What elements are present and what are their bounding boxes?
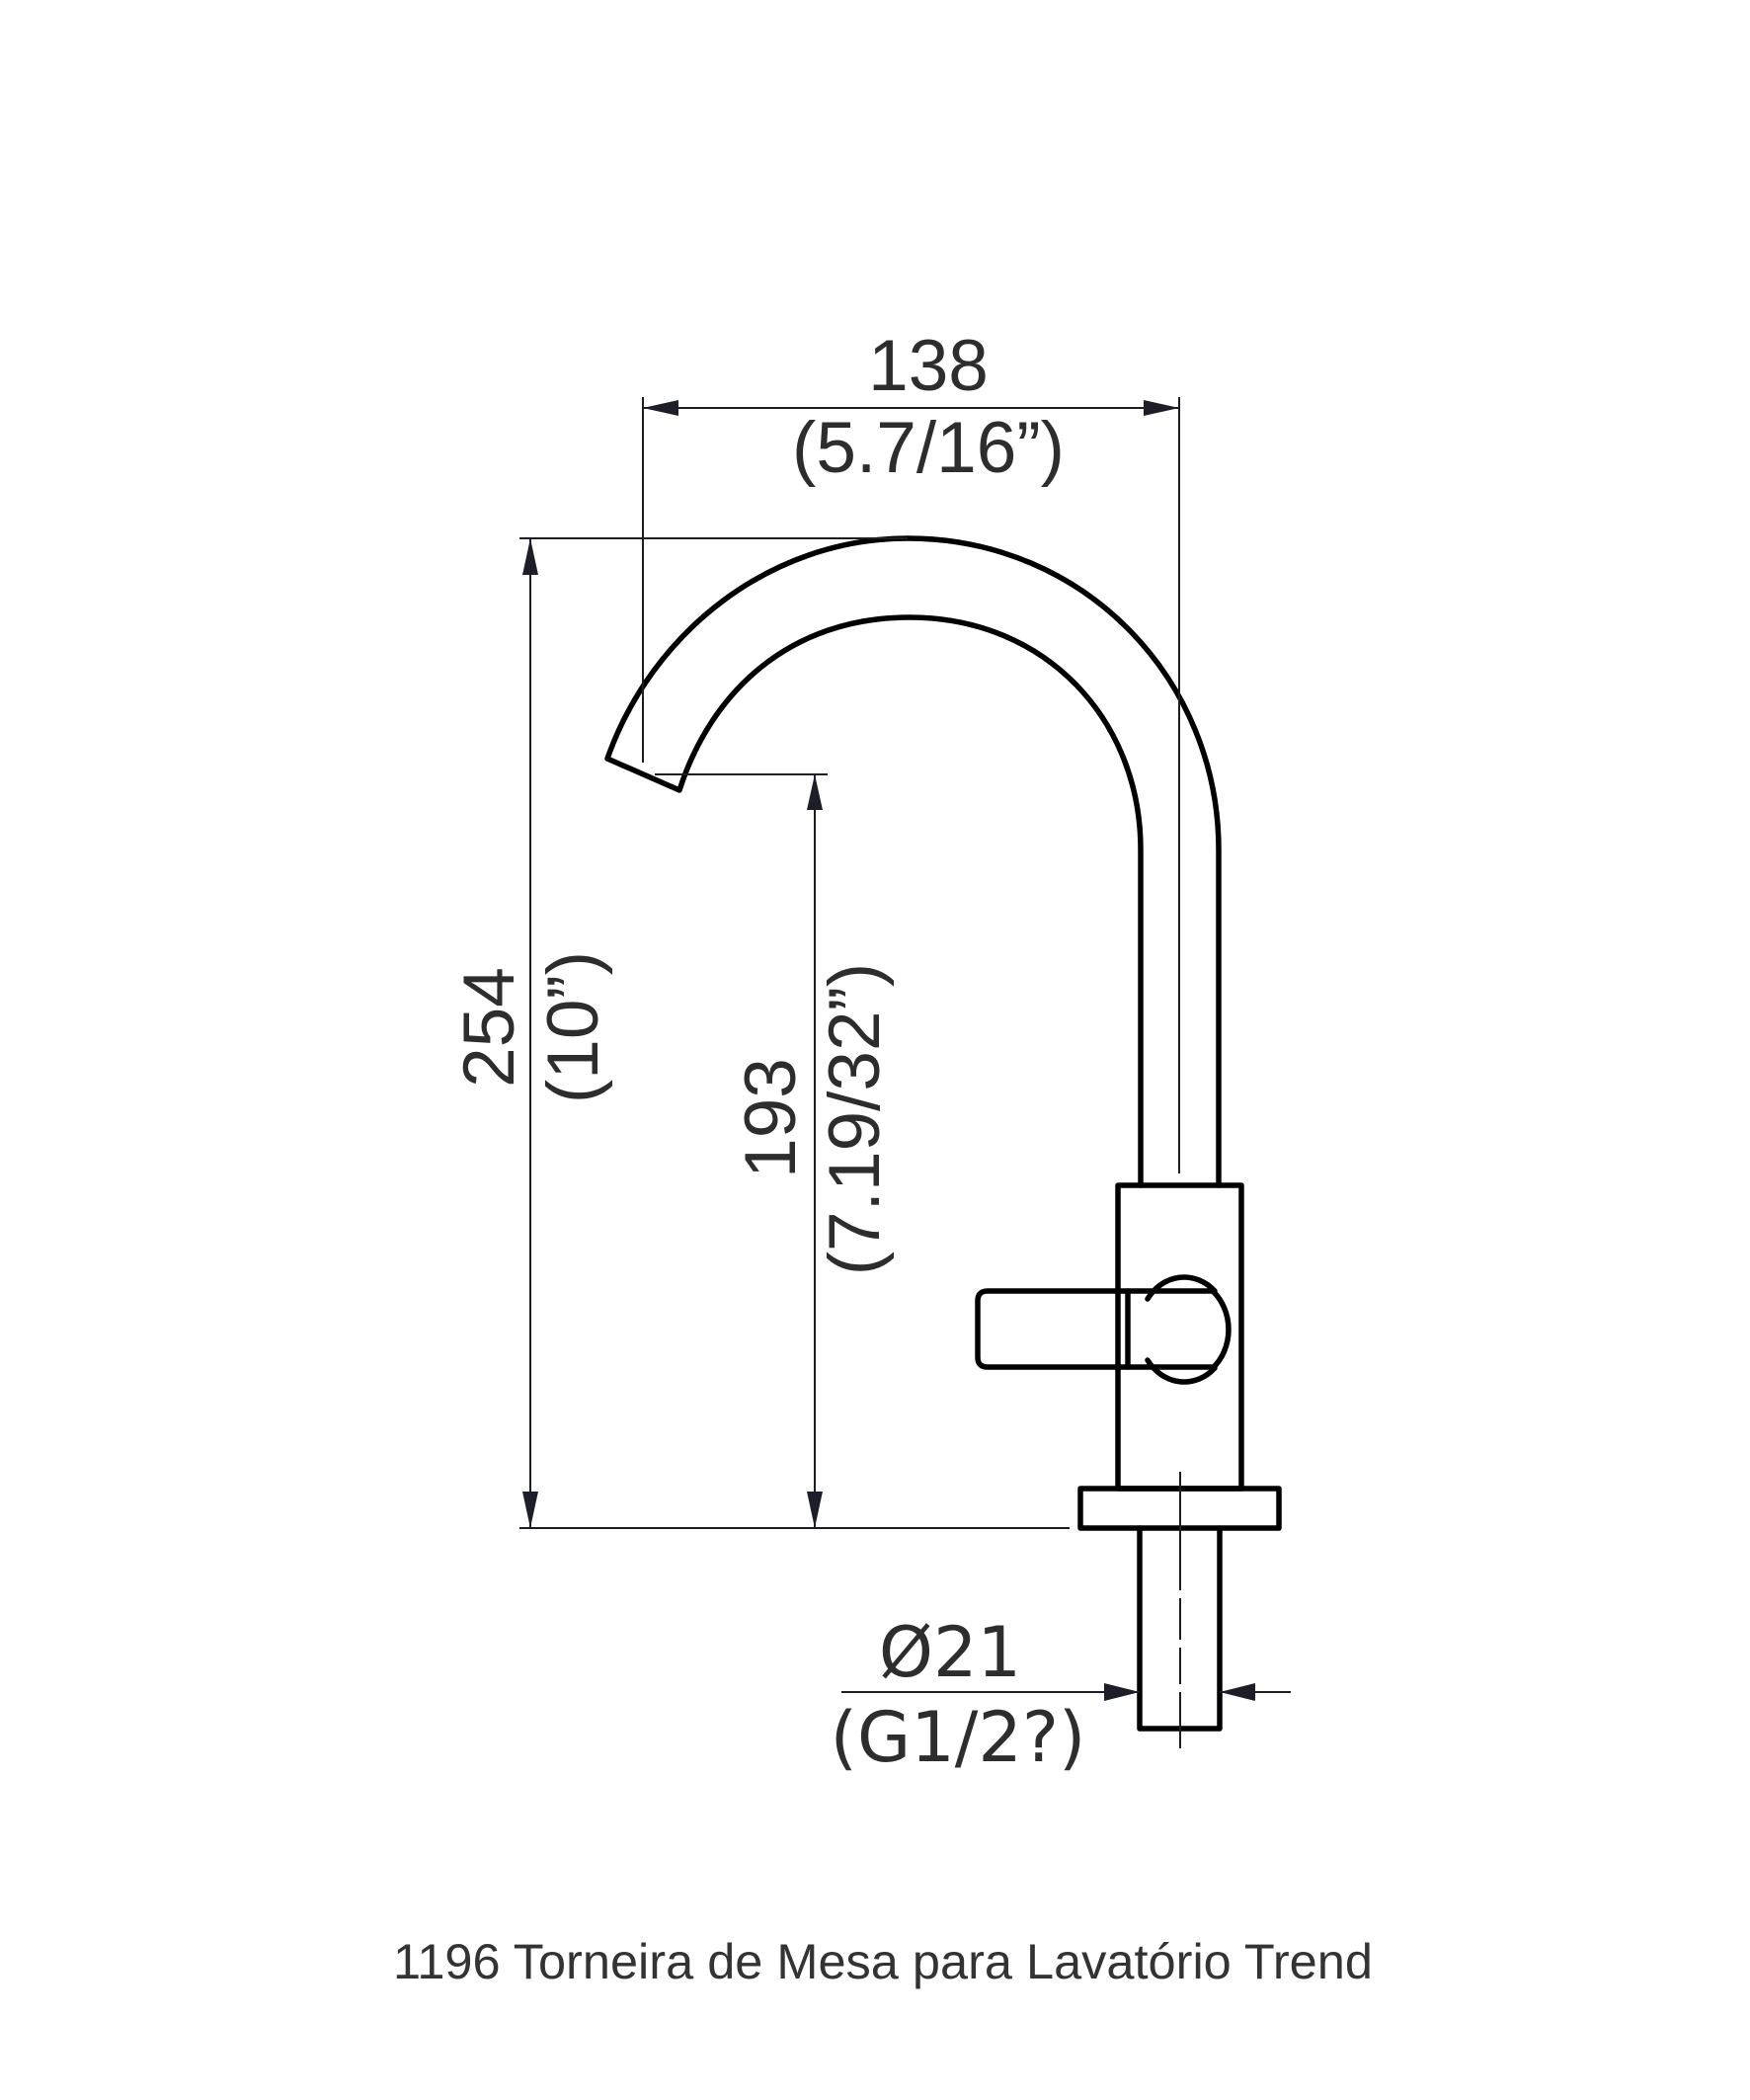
arrowhead-right-icon [1104, 1683, 1140, 1701]
arrowhead-left-icon [643, 400, 678, 416]
spout-height-imperial-label: (7.19/32”) [815, 963, 895, 1276]
dimension-spout-height: 193 (7.19/32”) [655, 773, 895, 1528]
reach-imperial-label: (5.7/16”) [792, 408, 1065, 488]
inlet-thread-label: (G1/2?) [831, 1697, 1086, 1778]
arrowhead-down-icon [807, 1492, 823, 1528]
reach-metric-label: 138 [868, 326, 989, 406]
arrowhead-up-icon [522, 538, 538, 575]
lever-handle [975, 1288, 1216, 1370]
spout [604, 535, 1222, 1188]
dimension-inlet-diameter: Ø21 (G1/2?) [831, 1612, 1291, 1778]
arrowhead-left-icon [1220, 1683, 1255, 1701]
spout-height-metric-label: 193 [731, 1058, 811, 1178]
height-imperial-label: (10”) [533, 951, 613, 1103]
height-metric-label: 254 [449, 967, 529, 1088]
arrowhead-down-icon [522, 1492, 538, 1528]
centerlines [1178, 397, 1181, 1748]
dimension-spout-reach: 138 (5.7/16”) [642, 326, 1179, 763]
dimension-total-height: 254 (10”) [449, 537, 1070, 1529]
inlet-diameter-label: Ø21 [879, 1612, 1021, 1693]
arrowhead-right-icon [1144, 400, 1179, 416]
faucet-body [1115, 1182, 1244, 1492]
drawing-caption: 1196 Torneira de Mesa para Lavatório Tre… [393, 1933, 1373, 1989]
arrowhead-up-icon [807, 774, 823, 810]
